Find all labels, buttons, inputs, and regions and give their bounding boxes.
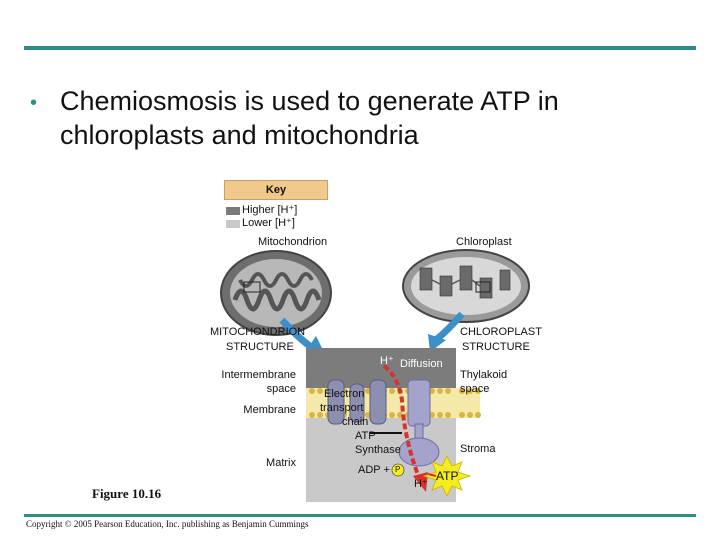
thylakoid-label-1: Thylakoid (460, 369, 508, 381)
mitochondrion-label: Mitochondrion (258, 236, 328, 248)
matrix-label: Matrix (266, 457, 296, 469)
chloro-structure-label-2: STRUCTURE (462, 341, 530, 353)
key-higher-label: Higher [H⁺] (242, 204, 298, 216)
etc-label-3: chain (342, 416, 369, 428)
membrane-label: Membrane (243, 404, 296, 416)
atp-label: ATP (436, 469, 459, 483)
chloroplast-label: Chloroplast (456, 236, 512, 248)
key-header: Key (224, 180, 328, 200)
key-lower-swatch (226, 220, 240, 228)
slide-title-line1: Chemiosmosis is used to generate ATP in (60, 86, 559, 116)
phosphate-label: P (395, 465, 401, 474)
atp-synthase-label-1: ATP (355, 430, 376, 442)
intermembrane-label-2: space (266, 383, 296, 395)
top-rule (24, 46, 696, 50)
etc-label-2: transport (320, 402, 364, 414)
h-plus-bottom: H⁺ (414, 478, 428, 490)
atp-synthase-label-2: Synthase (355, 444, 401, 456)
key-higher-swatch (226, 207, 240, 215)
atp-burst (422, 455, 472, 497)
stroma-label: Stroma (460, 443, 496, 455)
bottom-rule (24, 514, 696, 517)
adp-label: ADP + (358, 464, 390, 476)
key-title: Key (265, 184, 287, 196)
intermembrane-label-1: Intermembrane (221, 369, 296, 381)
h-plus-top: H⁺ (380, 355, 394, 367)
slide-title-line2: chloroplasts and mitochondria (60, 120, 419, 150)
mitochondrion-drawing (220, 250, 332, 336)
figure-label: Figure 10.16 (92, 486, 162, 501)
atp-synthase-shape (398, 379, 440, 467)
mito-structure-label-2: STRUCTURE (226, 341, 294, 353)
mito-structure-label-1: MITOCHONDRION (210, 326, 306, 338)
copyright: Copyright © 2005 Pearson Education, Inc.… (26, 519, 309, 529)
key-lower-label: Lower [H⁺] (242, 217, 295, 229)
chloro-structure-label-1: CHLOROPLAST (460, 326, 542, 338)
title-bullet: • (30, 92, 38, 114)
thylakoid-label-2: space (460, 383, 490, 395)
chloroplast-drawing (402, 249, 530, 323)
etc-label-1: Electron (324, 388, 365, 400)
diffusion-label: Diffusion (400, 358, 443, 370)
